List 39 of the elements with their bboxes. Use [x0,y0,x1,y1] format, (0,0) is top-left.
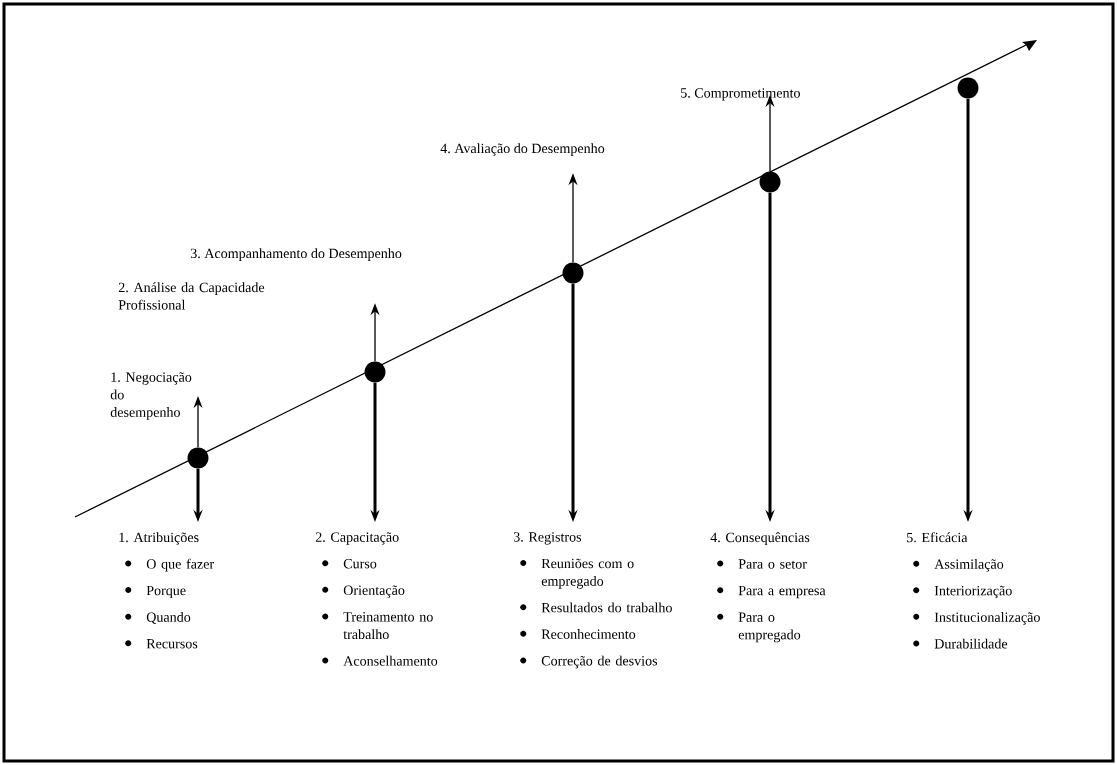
node-label: Aconselhamento [343,655,438,666]
node-label: Reconhecimento [541,629,636,639]
node-label: Durabilidade [934,638,1008,649]
timeline-dot [759,171,781,193]
node-label: Reuniões com o empregado [541,558,634,589]
node-label: Porque [146,585,186,599]
node-label: Assimilação [934,558,1004,572]
timeline-dot [957,77,979,99]
timeline-dot [364,361,386,383]
stage-list: 4. Consequências Para o setor Para a empresa Para o empregado [710,532,826,643]
stage-heading: 2. Análise da Capacidade Profissional [118,282,265,310]
node-label: Curso [343,558,377,569]
timeline-dot [187,447,209,469]
node-label: 4. Consequências [710,532,810,545]
node-label: Institucionalização [934,612,1040,625]
timeline-dot [562,262,584,284]
stage-heading: 3. Acompanhamento do Desempenho [190,248,402,261]
stage-heading: 4. Avaliação do Desempenho [440,143,605,156]
stage-heading: 1. Negociação do desempenho [110,372,192,420]
node-label: 3. Registros [513,532,582,545]
stage-heading: 5. Comprometimento [681,88,800,101]
stage-list: 2. Capacitação Curso Orientação Treinamento no trabalho Aconselhamento [315,532,438,666]
stage-list: 5. Eficácia Assimilação Interiorização Institucionalização Durabilidade [907,532,1040,649]
node-label: Treinamento no trabalho [343,612,433,640]
node-label: Resultados do trabalho [541,602,672,613]
node-label: Quando [146,611,191,624]
node-label: Correção de desvios [541,655,658,669]
node-label: Orientação [343,585,405,598]
node-label: Para o setor [738,559,807,569]
node-label: Interiorização [934,585,1012,599]
node-label: 1. Atribuições [119,532,199,545]
node-label: Para a empresa [738,585,826,599]
node-label: Para o empregado [738,612,801,643]
stage-list: 1. Atribuições O que fazer Porque Quando Recursos [119,532,214,649]
stage-list: 3. Registros Reuniões com o empregado Resultados do trabalho Reconhecimento Correção de desvios [513,532,672,669]
node-label: 2. Capacitação [315,532,399,545]
node-label: O que fazer [146,558,215,572]
node-label: 5. Eficácia [907,532,968,543]
node-label: Recursos [146,639,198,649]
